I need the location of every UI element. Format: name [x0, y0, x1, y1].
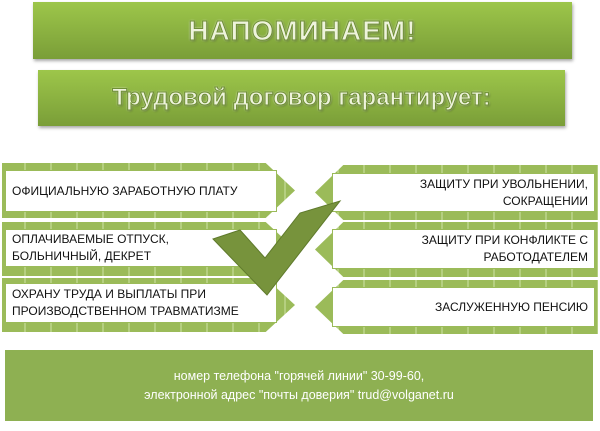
contact-info: номер телефона "горячей линии" 30-99-60,… [5, 350, 593, 421]
right-item: ЗАЩИТУ ПРИ УВОЛЬНЕНИИ, СОКРАЩЕНИИ [332, 173, 595, 212]
title-banner: НАПОМИНАЕМ! [33, 2, 572, 59]
left-item: ОФИЦИАЛЬНУЮ ЗАРАБОТНУЮ ПЛАТУ [5, 170, 277, 212]
right-item: ЗАСЛУЖЕННУЮ ПЕНСИЮ [332, 287, 595, 327]
left-item: ОХРАНУ ТРУДА И ВЫПЛАТЫ ПРИ ПРОИЗВОДСТВЕН… [5, 283, 277, 323]
left-item: ОПЛАЧИВАЕМЫЕ ОТПУСК, БОЛЬНИЧНЫЙ, ДЕКРЕТ [12, 232, 169, 263]
email-text: электронной адрес "почты доверия" trud@v… [144, 387, 454, 402]
hotline-text: номер телефона "горячей линии" 30-99-60, [173, 368, 425, 383]
subtitle: Трудовой договор гарантирует: [112, 84, 491, 112]
subtitle-banner: Трудовой договор гарантирует: [38, 70, 565, 126]
right-item: ЗАЩИТУ ПРИ КОНФЛИКТЕ С РАБОТОДАТЕЛЕМ [332, 229, 595, 269]
title: НАПОМИНАЕМ! [188, 14, 417, 46]
